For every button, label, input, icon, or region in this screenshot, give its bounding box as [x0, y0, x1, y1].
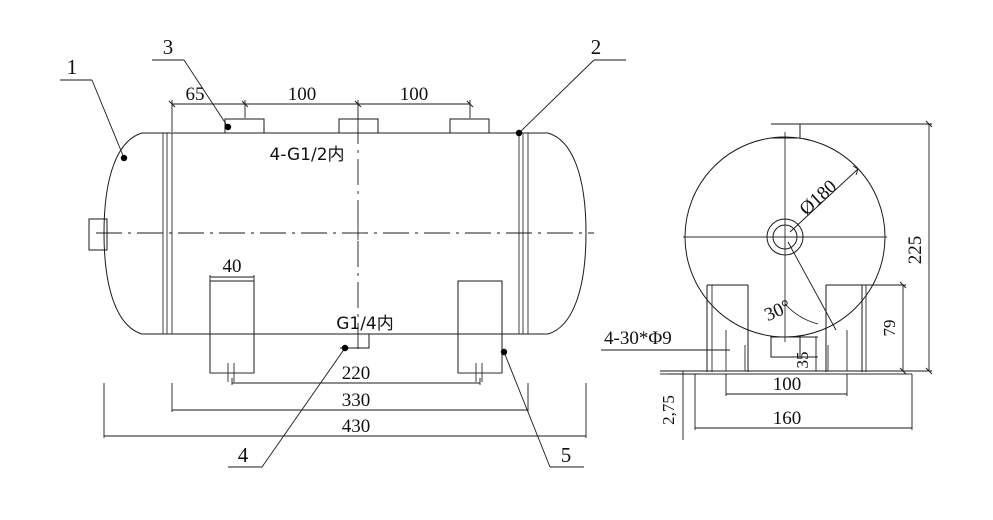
center-cross-mark	[351, 226, 365, 240]
balloon-3-label: 3	[163, 35, 174, 59]
dim-35: 35	[793, 352, 812, 369]
dim-65: 65	[186, 84, 205, 105]
boss-height-dimension-35	[800, 336, 818, 371]
balloon-2-leader	[515, 59, 626, 137]
balloon-5-leader	[500, 348, 584, 468]
dim-100-base: 100	[773, 374, 802, 395]
note-angle: 30°	[761, 296, 794, 326]
top-dimension-chain	[168, 100, 474, 132]
balloon-3-leader	[152, 59, 232, 131]
dim-430: 430	[342, 416, 371, 437]
dim-330: 330	[342, 390, 371, 411]
balloon-2-label: 2	[591, 35, 602, 59]
left-side-lug	[88, 218, 108, 251]
side-view-group: Ø180 30°	[601, 120, 933, 440]
front-view-group: 65 100 100 40 220 330 430 4-G	[60, 35, 626, 468]
balloon-5-label: 5	[561, 443, 572, 467]
left-weld-seam	[162, 133, 173, 334]
dim-225: 225	[905, 236, 926, 265]
bottom-dimension-chain	[103, 378, 587, 438]
note-diameter: Ø180	[796, 176, 841, 220]
note-holes: 4-30*Φ9	[604, 328, 672, 349]
side-top-boss	[771, 123, 801, 139]
balloon-1-leader	[60, 79, 128, 162]
dim-40: 40	[223, 256, 242, 277]
dim-100-left: 100	[288, 84, 317, 105]
base-inner-dimension-100	[725, 374, 848, 396]
dim-100-right: 100	[400, 84, 429, 105]
balloon-4-leader	[228, 344, 349, 468]
dim-79: 79	[880, 320, 899, 337]
foot-height-dimension-79	[866, 281, 907, 375]
foot-width-dimension	[209, 275, 255, 282]
base-outer-dimension-160	[694, 374, 913, 430]
right-weld-seam	[518, 133, 529, 334]
dim-160-base: 160	[773, 408, 802, 429]
dim-220: 220	[342, 363, 371, 384]
left-saddle-foot	[209, 280, 255, 382]
top-port-boss-3	[449, 118, 490, 134]
balloon-4-label: 4	[238, 443, 249, 467]
note-bottom-thread: G1/4内	[336, 314, 394, 334]
top-port-boss-2	[338, 118, 379, 134]
dim-2-75: 2,75	[659, 395, 678, 425]
bottom-drain-port-boss	[340, 333, 370, 349]
diameter-leader	[789, 165, 859, 233]
right-saddle-foot	[457, 280, 503, 382]
balloon-1-label: 1	[67, 55, 78, 79]
tank-shell-outline	[103, 132, 587, 335]
angle-leader	[784, 241, 837, 331]
top-port-boss-1	[224, 118, 265, 134]
note-top-thread: 4-G1/2内	[269, 145, 344, 165]
